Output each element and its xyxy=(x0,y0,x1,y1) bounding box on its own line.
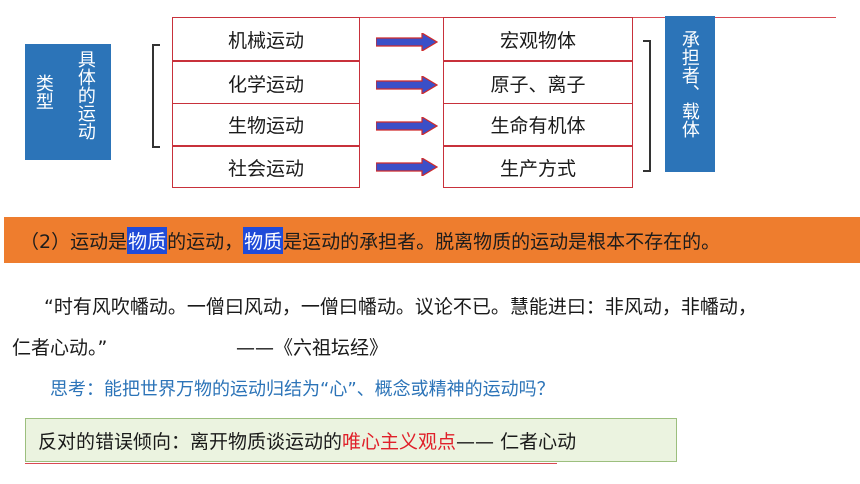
quote-line-1: “时有风吹幡动。一僧曰风动，一僧曰幡动。议论不已。慧能进曰：非风动，非幡动， xyxy=(44,296,757,318)
arrow-right-icon xyxy=(376,33,438,51)
arrow-right-icon xyxy=(376,158,438,176)
carrier-cell: 宏观物体 xyxy=(443,17,633,61)
conclusion-suffix: —— 仁者心动 xyxy=(456,430,577,453)
banner-middle: 的运动， xyxy=(167,230,244,253)
carrier-cell: 生命有机体 xyxy=(443,103,633,146)
banner-suffix: 是运动的承担者。脱离物质的运动是根本不存在的。 xyxy=(283,230,721,253)
right-bracket xyxy=(643,40,651,172)
carrier-cell: 生产方式 xyxy=(443,146,633,188)
carrier-cell: 原子、离子 xyxy=(443,61,633,105)
banner-highlight-matter: 物质 xyxy=(127,226,168,254)
conclusion-highlight: 唯心主义观点 xyxy=(342,430,457,453)
principle-banner: （2）运动是物质的运动，物质是运动的承担者。脱离物质的运动是根本不存在的。 xyxy=(4,217,860,263)
left-bracket xyxy=(152,44,160,148)
motion-cell: 化学运动 xyxy=(172,61,360,105)
conclusion-prefix: 反对的错误倾向：离开物质谈运动的 xyxy=(38,430,343,453)
arrow-right-icon xyxy=(376,117,438,135)
arrow-right-icon xyxy=(376,76,438,94)
motion-cell: 社会运动 xyxy=(172,146,360,188)
think-question: 思考：能把世界万物的运动归结为“心”、概念或精神的运动吗？ xyxy=(50,379,555,400)
right-carrier-label: 承担者、载体 xyxy=(665,16,715,172)
right-label-text: 承担者、载体 xyxy=(678,30,700,138)
banner-highlight-matter: 物质 xyxy=(243,226,284,254)
left-type-label: 类型 具体的运动 xyxy=(25,44,111,160)
left-label-col1: 类型 xyxy=(32,74,54,110)
left-label-col2: 具体的运动 xyxy=(74,50,96,140)
conclusion-underline xyxy=(25,463,557,464)
quote-source: ——《六祖坛经》 xyxy=(236,337,389,359)
motion-cell: 机械运动 xyxy=(172,17,360,61)
motion-cell: 生物运动 xyxy=(172,103,360,146)
conclusion-box: 反对的错误倾向：离开物质谈运动的唯心主义观点 —— 仁者心动 xyxy=(25,418,677,462)
quote-line-2: 仁者心动。” xyxy=(12,337,108,359)
banner-prefix: （2）运动是 xyxy=(20,230,128,253)
